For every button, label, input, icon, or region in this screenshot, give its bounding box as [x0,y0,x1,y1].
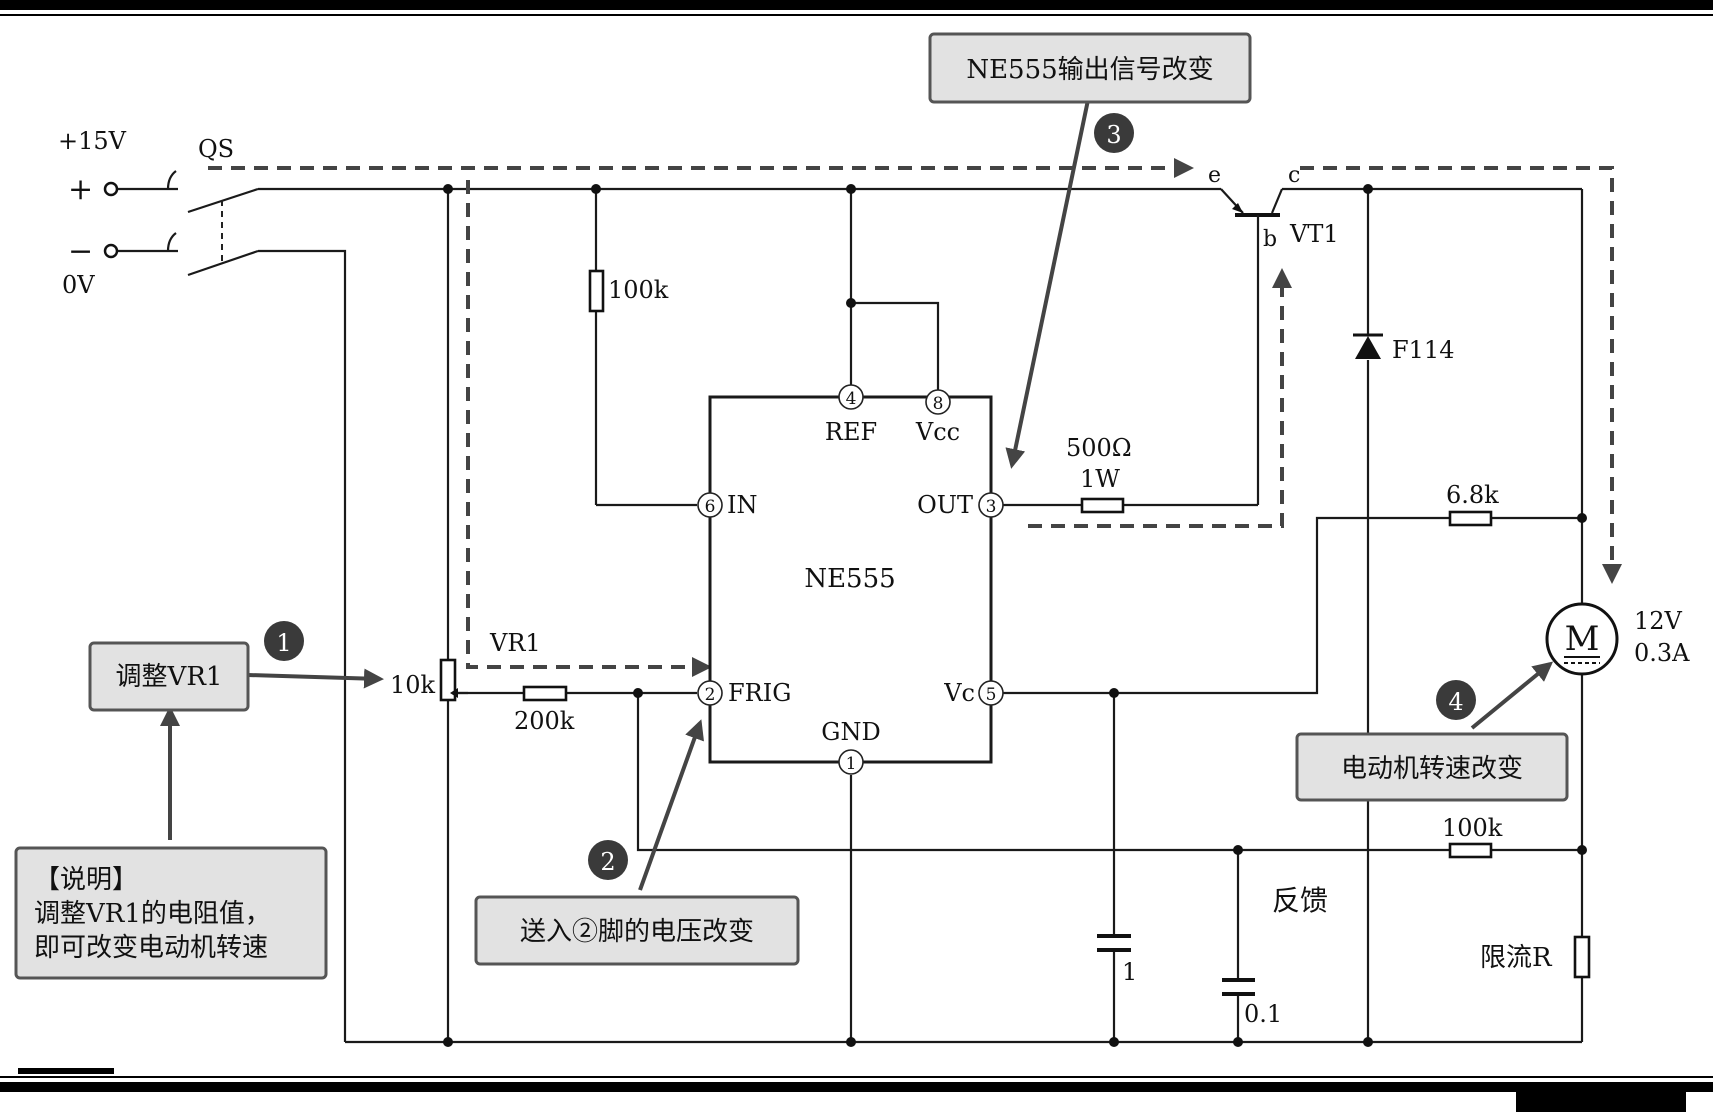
diode-label: F114 [1392,336,1454,364]
step-2-number: 2 [600,848,615,876]
step-4-number: 4 [1448,688,1463,716]
pin-6-label: IN [727,491,757,519]
r500-power-label: 1W [1080,465,1120,493]
collector-label: c [1288,163,1300,188]
step-1-number: 1 [276,629,291,657]
pin-2-number: 2 [705,685,716,705]
motor: M 12V 0.3A [1545,602,1690,676]
pin-8-number: 8 [933,394,944,414]
power-supply: +15V + − 0V [58,127,127,299]
c2-label: 0.1 [1244,1000,1282,1028]
chip-name: NE555 [804,564,895,594]
transistor-label: VT1 [1289,220,1339,248]
vr1-label: VR1 [489,629,541,657]
pin-2-label: FRIG [728,679,791,707]
resistor-6k8 [1448,510,1493,527]
pin-8-label: Vcc [915,418,960,446]
r100k-top-label: 100k [608,276,669,304]
potentiometer-vr1 [439,658,457,702]
callout-boxes: 调整VR1 送入②脚的电压改变 NE555输出信号改变 电动机转速改变 【说明】… [14,32,1569,980]
emitter-label: e [1208,163,1221,188]
pin-1-label: GND [821,718,880,746]
r100k-fb-label: 100k [1442,814,1503,842]
base-label: b [1263,227,1277,252]
resistor-500ohm [1080,497,1125,514]
motor-current-label: 0.3A [1634,639,1690,667]
adjust-vr1-box [88,641,250,712]
pin-3-number: 3 [986,497,997,517]
supply-voltage-label: +15V [58,127,127,155]
pin2-voltage-box [474,895,800,966]
plus-label: + [68,172,93,207]
note-title: 【说明】 [34,865,138,895]
capacitors: 1 0.1 反馈 [1097,884,1328,1028]
r200k-label: 200k [514,707,575,735]
diode-f114: F114 [1353,333,1454,364]
pin2-voltage-text: 送入②脚的电压改变 [520,917,754,947]
limit-r-label: 限流R [1480,943,1553,973]
current-limit-resistor [1573,935,1591,979]
c1-label: 1 [1122,958,1137,986]
motor-speed-text: 电动机转速改变 [1341,754,1523,784]
resistors: 100k 500Ω 1W 6.8k 200k 100k 限流R 10k VR1 [390,269,1591,979]
note-line-1: 调整VR1的电阻值， [34,899,271,929]
transistor-vt1: e c b VT1 [1208,163,1339,252]
zero-volt-label: 0V [62,271,95,299]
adjust-vr1-text: 调整VR1 [116,662,223,692]
resistor-100k-feedback [1448,842,1493,859]
r68k-label: 6.8k [1446,481,1499,509]
ne555-chip: NE555 4 REF 8 Vcc 6 IN 3 OUT 2 FRIG 5 Vc… [697,384,1004,775]
pin-3-label: OUT [917,491,973,519]
output-change-text: NE555输出信号改变 [966,55,1213,85]
motor-speed-box [1295,732,1569,802]
output-change-box [928,32,1252,104]
switch-label: QS [198,135,234,163]
step-3-number: 3 [1106,121,1121,149]
r500-value-label: 500Ω [1066,434,1132,462]
feedback-label: 反馈 [1272,884,1328,917]
wiring [118,187,1584,1044]
minus-terminal [103,243,119,259]
junction-dots [443,184,1587,1047]
minus-label: − [68,234,93,269]
resistor-200k [522,685,568,702]
signal-paths [208,158,1622,677]
pin-5-label: Vc [943,679,975,707]
motor-symbol: M [1565,619,1600,659]
plus-terminal [103,181,119,197]
pin-6-number: 6 [705,497,716,517]
switch-qs: QS [166,135,259,277]
pin-4-number: 4 [846,389,857,409]
step-numbers: 1 2 3 4 [264,113,1476,880]
note-box [14,846,328,980]
pin-5-number: 5 [986,685,997,705]
callout-arrows [160,99,1554,891]
motor-voltage-label: 12V [1634,607,1683,635]
pot-value-label: 10k [390,671,436,699]
resistor-100k-top [588,269,605,313]
note-line-2: 即可改变电动机转速 [34,933,268,963]
pin-1-number: 1 [846,754,857,774]
pin-4-label: REF [825,418,877,446]
